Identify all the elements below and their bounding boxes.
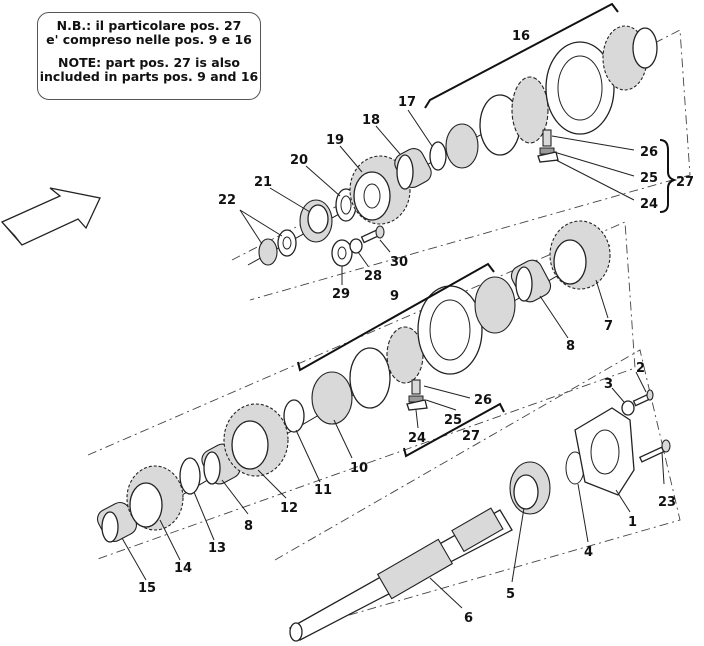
lower-assembly-frame (274, 349, 681, 633)
label-30: 30 (390, 255, 408, 270)
part-3-washer (621, 400, 635, 416)
brace-27-upper (659, 139, 678, 213)
part-19-gear (349, 155, 411, 225)
label-26-upper: 26 (640, 145, 658, 160)
note-box: N.B.: il particolare pos. 27 e' compreso… (37, 12, 261, 100)
part-21-bearing (299, 199, 333, 243)
label-25-lower: 25 (444, 413, 462, 428)
label-5: 5 (506, 587, 515, 602)
lower-shaft-assembly (289, 389, 671, 642)
part-13-ring (179, 457, 201, 495)
note-line-en-2: included in parts pos. 9 and 16 (39, 69, 259, 84)
part-11-ring (283, 399, 305, 433)
direction-arrow-icon (0, 187, 101, 246)
label-6: 6 (464, 611, 473, 626)
part-5-bearing (509, 461, 551, 515)
label-28: 28 (364, 269, 382, 284)
label-19: 19 (326, 133, 344, 148)
part-18-needle-bearing (394, 148, 432, 190)
note-line-en-1: NOTE: part pos. 27 is also (57, 55, 241, 70)
part-26-25-24-detent-lower (406, 379, 428, 411)
label-9: 9 (390, 289, 399, 304)
part-2-bolt (632, 389, 654, 407)
label-16: 16 (512, 29, 530, 44)
label-11: 11 (314, 483, 332, 498)
label-1: 1 (628, 515, 637, 530)
note-line-it-2: e' compreso nelle pos. 9 e 16 (46, 32, 252, 47)
part-22-nut (258, 229, 297, 266)
label-15: 15 (138, 581, 156, 596)
label-24-lower: 24 (408, 431, 426, 446)
label-8-lower: 8 (244, 519, 253, 534)
brace-27-lower (403, 402, 505, 458)
label-14: 14 (174, 561, 192, 576)
part-29-bush (331, 239, 353, 267)
part-labels: 16 17 18 19 20 21 22 26 25 24 27 29 28 3… (138, 29, 694, 626)
label-8-upper: 8 (566, 339, 575, 354)
label-7: 7 (604, 319, 613, 334)
label-13: 13 (208, 541, 226, 556)
label-27-lower: 27 (462, 429, 480, 444)
part-23-bolt (638, 439, 671, 463)
label-24-upper: 24 (640, 197, 658, 212)
part-1-cover-plate (574, 407, 635, 496)
label-17: 17 (398, 95, 416, 110)
note-line-it-1: N.B.: il particolare pos. 27 (56, 18, 242, 33)
label-3: 3 (604, 377, 613, 392)
label-25-upper: 25 (640, 171, 658, 186)
label-22: 22 (218, 193, 236, 208)
part-12-gear (223, 403, 289, 477)
part-8-needle-bearing-upper (510, 259, 552, 303)
brace-16 (424, 2, 619, 109)
leader-lines (121, 109, 665, 609)
label-21: 21 (254, 175, 272, 190)
label-4: 4 (584, 545, 593, 560)
label-12: 12 (280, 501, 298, 516)
part-26-25-24-detent (537, 129, 559, 163)
part-28-ring (349, 238, 363, 254)
label-10: 10 (350, 461, 368, 476)
label-20: 20 (290, 153, 308, 168)
part-15-needle-bearing (96, 501, 138, 543)
label-27-upper: 27 (676, 175, 694, 190)
brace-9 (297, 262, 495, 372)
label-2: 2 (636, 361, 645, 376)
label-18: 18 (362, 113, 380, 128)
middle-shaft-assembly (96, 220, 611, 543)
label-29: 29 (332, 287, 350, 302)
upper-shaft-assembly (247, 25, 658, 267)
part-16-synchro-set (445, 25, 658, 169)
part-30-bolt (360, 225, 385, 244)
part-14-gear (126, 465, 184, 531)
label-26-lower: 26 (474, 393, 492, 408)
label-23: 23 (658, 495, 676, 510)
part-7-gear (549, 220, 611, 290)
part-17-ring (429, 141, 447, 171)
part-10-synchro-ring (311, 347, 391, 425)
part-9-synchro-set (386, 276, 516, 384)
part-6-main-shaft (289, 507, 513, 642)
